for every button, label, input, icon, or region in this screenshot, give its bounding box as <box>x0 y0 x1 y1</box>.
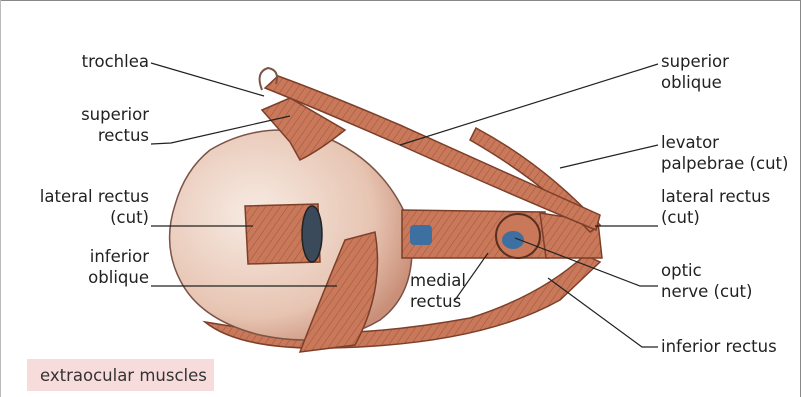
leader-superior-oblique <box>400 64 658 145</box>
figure-caption: extraocular muscles <box>40 365 207 386</box>
lateral-rectus-stump-end <box>302 206 322 262</box>
label-optic-nerve: optic nerve (cut) <box>661 260 752 302</box>
leader-levator <box>560 145 658 168</box>
label-medial-rectus: medial rectus <box>410 270 466 312</box>
medial-rectus-nerve-patch <box>410 225 432 245</box>
label-lateral-rectus-left: lateral rectus (cut) <box>40 186 149 228</box>
label-superior-oblique: superior oblique <box>661 51 729 93</box>
label-trochlea: trochlea <box>82 51 149 72</box>
label-levator-palpebrae: levator palpebrae (cut) <box>661 132 788 174</box>
label-inferior-oblique: inferior oblique <box>88 246 149 288</box>
label-superior-rectus: superior rectus <box>81 104 149 146</box>
leader-trochlea <box>151 63 264 96</box>
label-lateral-rectus-right: lateral rectus (cut) <box>661 186 770 228</box>
label-inferior-rectus: inferior rectus <box>661 336 777 357</box>
